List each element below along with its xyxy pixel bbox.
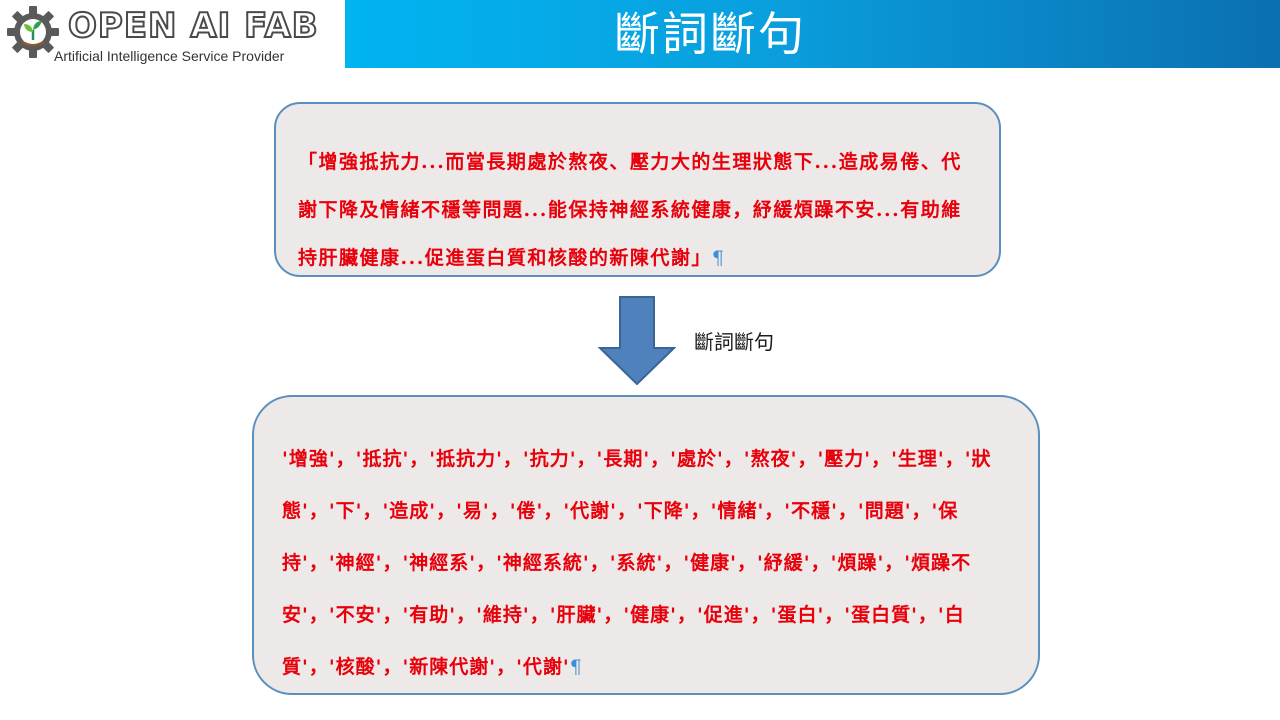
output-text-box: '增強'，'抵抗'，'抵抗力'，'抗力'，'長期'，'處於'，'熬夜'，'壓力'… xyxy=(252,395,1040,695)
logo: OPEN AI FAB Artificial Intelligence Serv… xyxy=(0,0,345,68)
down-arrow-icon xyxy=(598,296,676,386)
gear-sprout-icon xyxy=(7,6,59,58)
logo-title: OPEN AI FAB xyxy=(67,5,319,47)
pilcrow-mark: ¶ xyxy=(569,656,583,678)
pilcrow-mark: ¶ xyxy=(711,247,726,269)
input-text-box: 「增強抵抗力...而當長期處於熬夜、壓力大的生理狀態下...造成易倦、代謝下降及… xyxy=(274,102,1001,277)
page-title: 斷詞斷句 xyxy=(614,7,806,61)
title-bar: 斷詞斷句 xyxy=(345,0,1280,68)
logo-subtitle: Artificial Intelligence Service Provider xyxy=(54,48,285,64)
input-text: 「增強抵抗力...而當長期處於熬夜、壓力大的生理狀態下...造成易倦、代謝下降及… xyxy=(298,151,962,269)
arrow-label: 斷詞斷句 xyxy=(694,330,774,354)
output-text: '增強'，'抵抗'，'抵抗力'，'抗力'，'長期'，'處於'，'熬夜'，'壓力'… xyxy=(282,448,992,678)
